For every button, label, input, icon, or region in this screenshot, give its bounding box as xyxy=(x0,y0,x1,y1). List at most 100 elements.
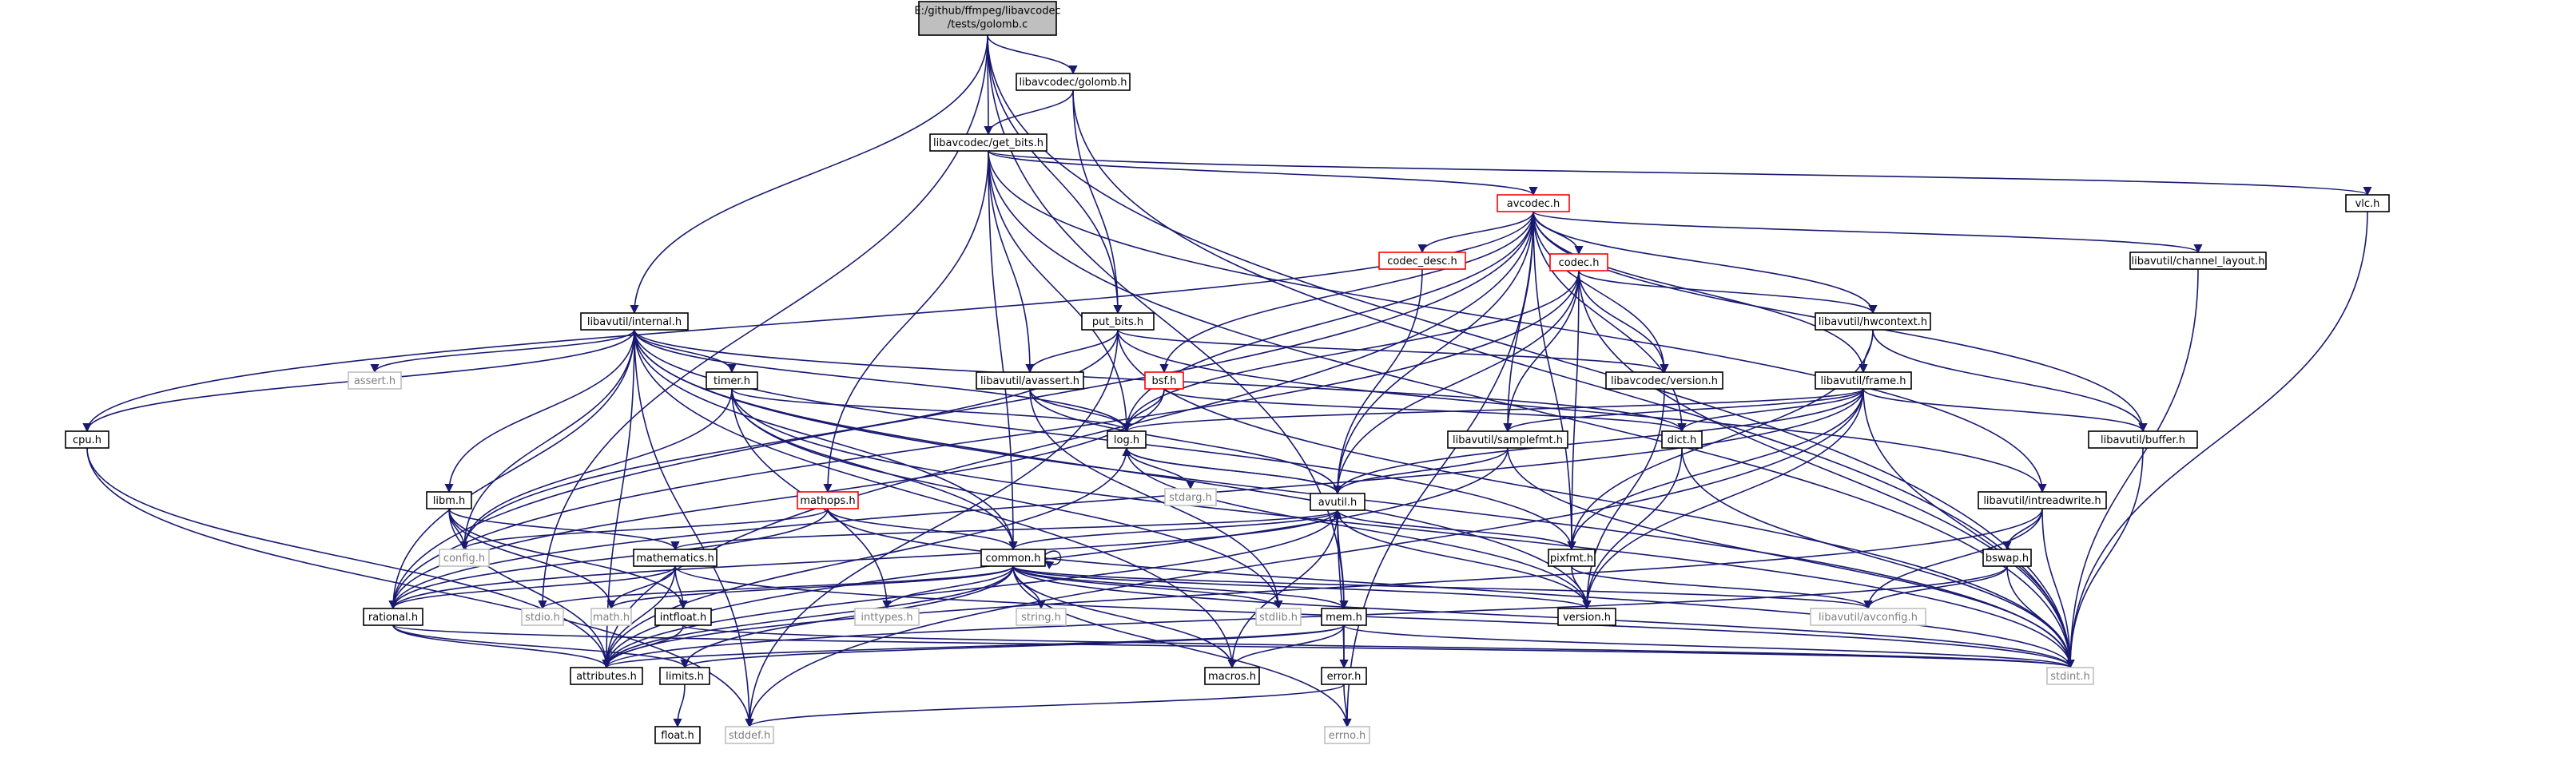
node-get-bits-h[interactable]: libavcodec/get_bits.h xyxy=(929,133,1047,152)
node-error-h[interactable]: error.h xyxy=(1321,667,1367,685)
node-box xyxy=(1255,608,1302,626)
edge-avcodec-h-to-log-h xyxy=(1122,211,1534,433)
node-codec-desc-h[interactable]: codec_desc.h xyxy=(1378,252,1466,270)
nodes-layer: E:/github/ffmpeg/libavcodec/tests/golomb… xyxy=(65,1,2390,744)
node-box xyxy=(1557,608,1616,626)
node-macros-h[interactable]: macros.h xyxy=(1204,667,1260,685)
node-samplefmt-h[interactable]: libavutil/samplefmt.h xyxy=(1447,430,1568,449)
node-dict-h[interactable]: dict.h xyxy=(1661,430,1703,449)
node-common-h[interactable]: common.h xyxy=(980,549,1046,567)
edge-mathops-h-to-common-h xyxy=(827,508,1018,551)
node-pixfmt-h[interactable]: pixfmt.h xyxy=(1548,549,1596,567)
edge-libm-h-to-intfloat-h xyxy=(448,508,688,610)
node-string-h: string.h xyxy=(1016,608,1067,626)
node-internal-h[interactable]: libavutil/internal.h xyxy=(580,312,689,331)
node-put-bits-h[interactable]: put_bits.h xyxy=(1081,312,1155,331)
edge-libm-h-to-mathematics-h xyxy=(448,508,680,551)
edge-frame-h-to-stddef-h xyxy=(745,388,1864,728)
node-frame-h[interactable]: libavutil/frame.h xyxy=(1815,371,1912,390)
edge-common-h-to-errno-h xyxy=(1012,565,1352,728)
node-label: log.h xyxy=(1114,434,1139,446)
edge-put-bits-h-to-lavc-version-h xyxy=(1117,329,1669,374)
node-cpu-h[interactable]: cpu.h xyxy=(65,430,109,449)
node-errno-h: errno.h xyxy=(1324,726,1370,744)
node-label: config.h xyxy=(443,553,485,565)
node-rational-h[interactable]: rational.h xyxy=(363,608,423,626)
node-mathematics-h[interactable]: mathematics.h xyxy=(633,549,718,567)
edge-internal-h-to-version-h xyxy=(634,329,1592,610)
node-stddef-h: stddef.h xyxy=(725,726,774,744)
edge-hwcontext-h-to-buffer-h xyxy=(1872,329,2148,433)
node-libm-h[interactable]: libm.h xyxy=(426,491,472,509)
edge-frame-h-to-avutil-h xyxy=(1333,388,1864,495)
node-box xyxy=(654,608,712,626)
edge-avutil-h-to-macros-h xyxy=(1227,509,1338,669)
node-buffer-h[interactable]: libavutil/buffer.h xyxy=(2088,430,2198,449)
node-label: libavcodec/get_bits.h xyxy=(933,137,1044,149)
node-label: attributes.h xyxy=(576,671,637,683)
edge-avutil-h-to-rational-h xyxy=(388,509,1338,610)
node-stdio-h: stdio.h xyxy=(521,608,564,626)
node-avutil-h[interactable]: avutil.h xyxy=(1310,493,1366,511)
node-golomb-h[interactable]: libavcodec/golomb.h xyxy=(1016,73,1131,91)
edge-avcodec-h-to-hwcontext-h xyxy=(1532,211,1878,315)
node-box xyxy=(976,371,1084,390)
node-attributes-h[interactable]: attributes.h xyxy=(570,667,643,685)
node-lavc-version-h[interactable]: libavcodec/version.h xyxy=(1605,371,1723,390)
edge-dict-h-to-version-h xyxy=(1582,447,1683,610)
node-timer-h[interactable]: timer.h xyxy=(706,371,758,390)
node-label: assert.h xyxy=(354,375,396,387)
edge-buffer-h-to-stdint-h xyxy=(2065,447,2144,669)
node-channel-layout-h[interactable]: libavutil/channel_layout.h xyxy=(2129,252,2267,270)
node-hwcontext-h[interactable]: libavutil/hwcontext.h xyxy=(1815,312,1931,331)
edge-frame-h-to-buffer-h xyxy=(1862,388,2148,433)
node-avcodec-h[interactable]: avcodec.h xyxy=(1497,194,1570,212)
edge-get-bits-h-to-common-h xyxy=(988,150,1018,551)
edge-mem-h-to-limits-h xyxy=(680,624,1345,669)
node-float-h[interactable]: float.h xyxy=(654,726,701,744)
node-label: common.h xyxy=(986,553,1041,565)
node-log-h[interactable]: log.h xyxy=(1107,430,1147,449)
edge-common-h-to-common-h xyxy=(1044,550,1062,569)
node-box xyxy=(1324,726,1370,744)
node-label: libavutil/hwcontext.h xyxy=(1819,316,1927,328)
node-label: libavutil/avconfig.h xyxy=(1819,612,1918,624)
node-label: mathematics.h xyxy=(636,553,714,565)
node-box xyxy=(1016,608,1067,626)
edge-common-h-to-string-h xyxy=(1012,565,1046,610)
edge-timer-h-to-config-h xyxy=(459,388,733,551)
node-stdint-h: stdint.h xyxy=(2046,667,2094,685)
node-mathops-h[interactable]: mathops.h xyxy=(797,491,859,509)
node-box xyxy=(426,491,472,509)
node-label: libavutil/samplefmt.h xyxy=(1453,434,1563,446)
node-bsf-h[interactable]: bsf.h xyxy=(1144,371,1184,390)
node-label: libavutil/avassert.h xyxy=(980,375,1079,387)
node-avassert-h[interactable]: libavutil/avassert.h xyxy=(976,371,1084,390)
edge-common-h-to-avconfig-h xyxy=(1012,565,1873,610)
node-codec-h[interactable]: codec.h xyxy=(1549,253,1608,271)
node-intreadwrite-h[interactable]: libavutil/intreadwrite.h xyxy=(1978,491,2107,509)
node-root[interactable]: E:/github/ffmpeg/libavcodec/tests/golomb… xyxy=(914,1,1061,36)
edge-codec-h-to-stdint-h xyxy=(1578,270,2075,669)
edge-get-bits-h-to-log-h xyxy=(988,150,1131,433)
edge-mem-h-to-avutil-h xyxy=(1333,509,1345,609)
node-label: mem.h xyxy=(1326,612,1362,624)
edge-frame-h-to-dict-h xyxy=(1677,388,1864,433)
edge-get-bits-h-to-intreadwrite-h xyxy=(988,150,2047,493)
node-mem-h[interactable]: mem.h xyxy=(1321,608,1367,626)
edge-golomb-h-to-put-bits-h xyxy=(1072,89,1123,315)
edge-root-to-internal-h xyxy=(630,34,988,315)
node-vlc-h[interactable]: vlc.h xyxy=(2345,194,2390,212)
node-bswap-h[interactable]: bswap.h xyxy=(1982,549,2032,567)
node-box xyxy=(580,312,689,331)
node-label: string.h xyxy=(1021,612,1061,624)
node-label: avutil.h xyxy=(1318,497,1358,509)
edge-avutil-h-to-pixfmt-h xyxy=(1337,509,1576,551)
node-box xyxy=(570,667,643,685)
node-label: cpu.h xyxy=(73,434,101,446)
node-intfloat-h[interactable]: intfloat.h xyxy=(654,608,712,626)
node-limits-h[interactable]: limits.h xyxy=(659,667,710,685)
node-box xyxy=(1978,491,2107,509)
node-version-h[interactable]: version.h xyxy=(1557,608,1616,626)
node-assert-h: assert.h xyxy=(348,371,402,390)
